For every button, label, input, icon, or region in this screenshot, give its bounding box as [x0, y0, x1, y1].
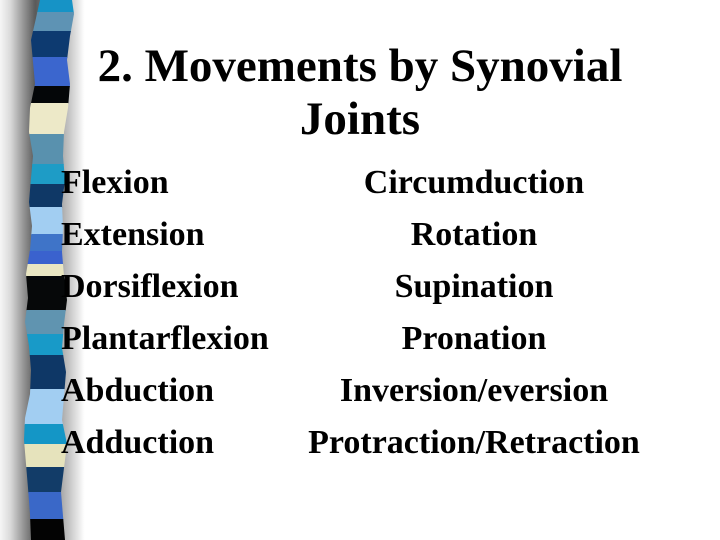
movement-item: Adduction: [61, 424, 215, 461]
movement-item: Rotation: [410, 216, 538, 253]
movement-item: Supination: [394, 268, 554, 305]
slide-title-line-1: 2. Movements by Synovial: [97, 40, 623, 92]
slide-title: 2. Movements by Synovial Joints: [60, 40, 660, 146]
movement-item: Circumduction: [363, 164, 585, 201]
movement-item: Pronation: [401, 320, 547, 357]
movement-item: Dorsiflexion: [61, 268, 239, 305]
movement-item: Inversion/eversion: [339, 372, 609, 409]
movement-item: Extension: [61, 216, 205, 253]
movement-list-left: Flexion Extension Dorsiflexion Plantarfl…: [61, 157, 269, 469]
movement-item: Abduction: [61, 372, 215, 409]
slide-title-line-2: Joints: [299, 93, 421, 145]
movement-list-right: Circumduction Rotation Supination Pronat…: [246, 157, 702, 469]
movement-item: Flexion: [61, 164, 169, 201]
movement-item: Protraction/Retraction: [308, 424, 640, 461]
movement-item: Plantarflexion: [61, 320, 269, 357]
tie-ribbon-decoration: [24, 0, 74, 540]
